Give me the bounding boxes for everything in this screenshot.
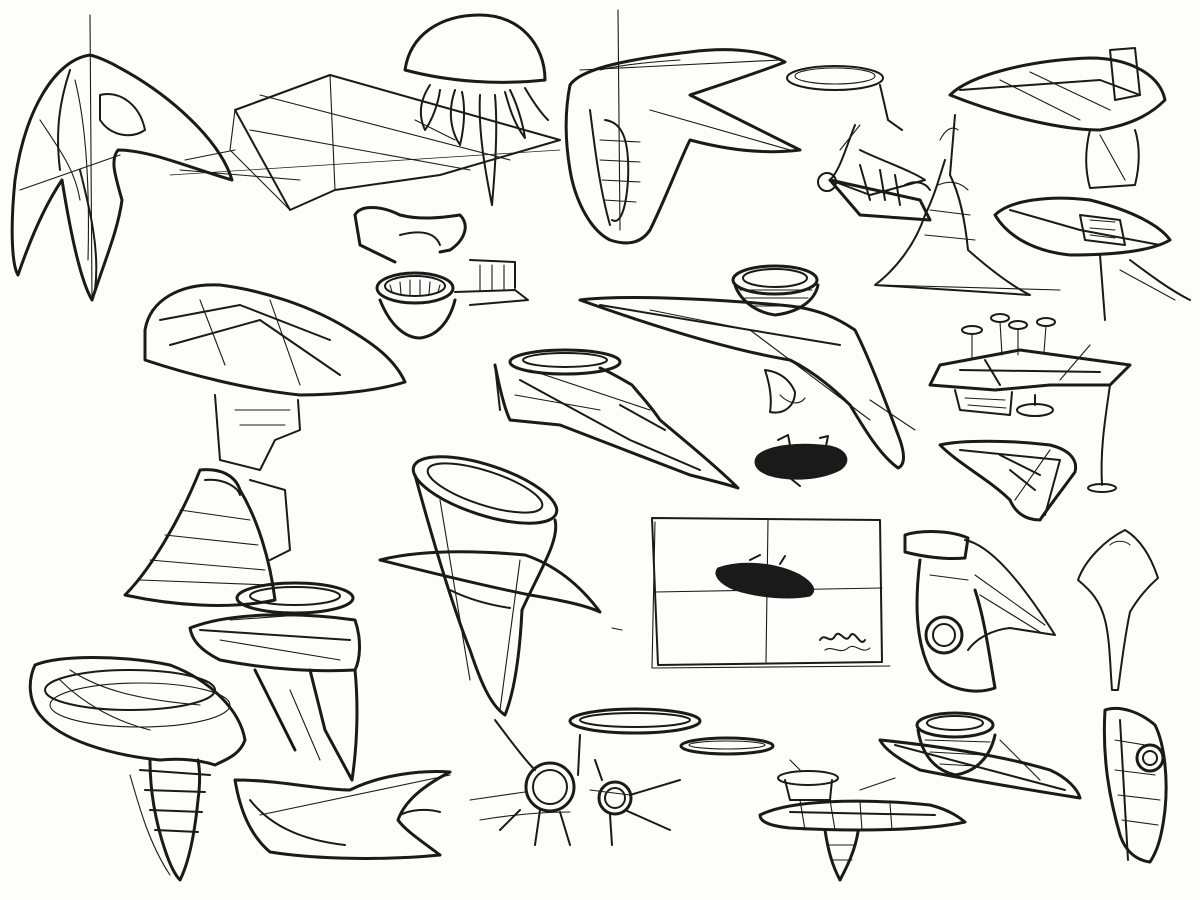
wedge-ring-ship-sketch-right [993, 196, 1191, 321]
spaceship-sketch-crescent [10, 14, 234, 302]
stacked-platform-ship-sketch [758, 759, 967, 882]
wedge-with-pole-sketch [938, 439, 1078, 522]
framed-thumbnail-sketch [651, 517, 891, 669]
dome-walker-sketch [403, 13, 549, 206]
ring-wedge-ship-sketch [878, 711, 1082, 800]
floating-discs-sketch [568, 707, 775, 756]
stacked-tower-ship-sketch [123, 283, 407, 607]
ray-creature-sketch [1077, 529, 1159, 691]
hover-tower-base-sketch [28, 656, 247, 882]
hammerhead-ship-sketch [564, 9, 802, 245]
wedge-ring-ship-sketch [493, 348, 740, 490]
mushroom-tower-sketch [874, 114, 1061, 296]
orb-star-ship-sketch [469, 719, 681, 846]
antenna-platform-sketch [928, 313, 1132, 493]
funnel-disc-ship-sketch [903, 530, 1056, 693]
saucer-wedge-ship-sketch [948, 47, 1167, 189]
narrow-pod-sketch [1102, 706, 1168, 864]
ring-stack-ship-sketch [188, 581, 361, 782]
small-blot-ship-sketch [754, 434, 848, 487]
tall-funnel-ship-sketch [378, 455, 623, 717]
landing-platform-sketch [169, 74, 561, 211]
curved-wing-sketch [233, 770, 452, 860]
long-wing-ring-ship-sketch [578, 264, 916, 470]
small-pod-ship-sketch [353, 206, 529, 340]
hover-ring-tower-sketch [786, 65, 932, 222]
